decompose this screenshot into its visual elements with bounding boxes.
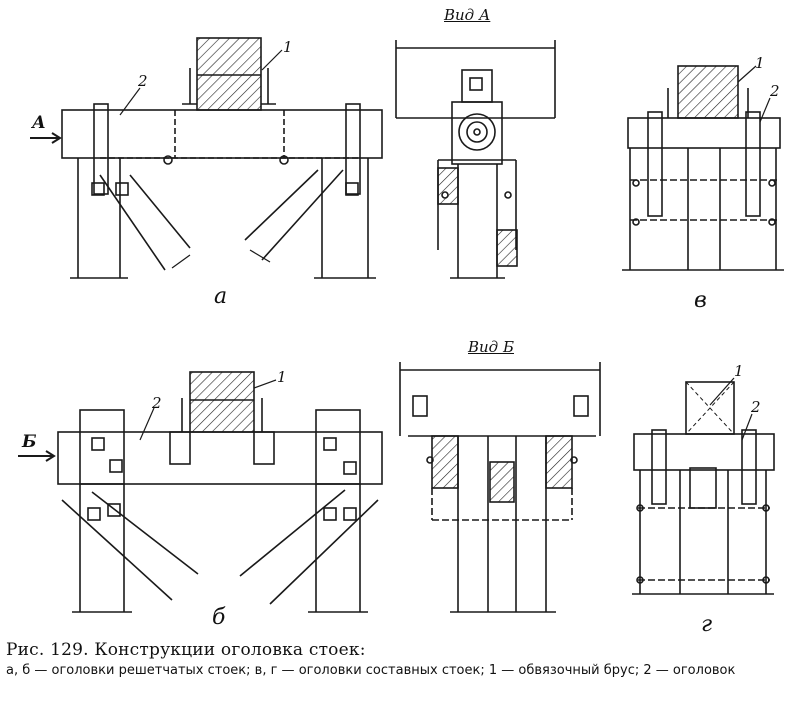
callout-2-v: 2 (770, 82, 780, 100)
beam-1-b (189, 371, 255, 433)
drawing-view-a (395, 40, 556, 279)
callout-1-b: 1 (277, 368, 287, 386)
arrow-b-label: Б (22, 432, 37, 452)
drawing-g (632, 377, 775, 595)
drawing-b (18, 371, 383, 613)
caption-title: Рис. 129. Конструкции оголовка стоек: (6, 640, 366, 660)
view-a-title: Вид А (444, 6, 491, 24)
subfigure-label-b: б (212, 605, 226, 630)
callout-2-b: 2 (152, 394, 162, 412)
cap-2-g (633, 433, 775, 471)
drawing-a (30, 37, 383, 279)
beam-section-view-a (451, 101, 503, 165)
cap-2-b (57, 431, 383, 485)
drawing-view-b (399, 362, 601, 613)
figure-caption: Рис. 129. Конструкции оголовка стоек: а,… (6, 640, 796, 678)
diagram-canvas (18, 37, 784, 613)
view-b-title: Вид Б (468, 338, 514, 356)
callout-1-g: 1 (734, 362, 744, 380)
beam-1-v (677, 65, 739, 119)
cap-2-v (627, 117, 781, 149)
subfigure-label-v: в (694, 288, 707, 313)
caption-text: а, б — оголовки решетчатых стоек; в, г —… (6, 663, 736, 678)
cap-2-a (61, 109, 383, 159)
subfigure-label-g: г (701, 612, 713, 637)
arrow-a-label: А (32, 113, 46, 133)
callout-1-v: 1 (755, 54, 765, 72)
beam-1-a (196, 37, 262, 111)
callout-2-g: 2 (751, 398, 761, 416)
subfigure-label-a: а (214, 284, 228, 309)
callout-1-a: 1 (283, 38, 293, 56)
drawing-v (622, 65, 784, 271)
callout-2-a: 2 (138, 72, 148, 90)
